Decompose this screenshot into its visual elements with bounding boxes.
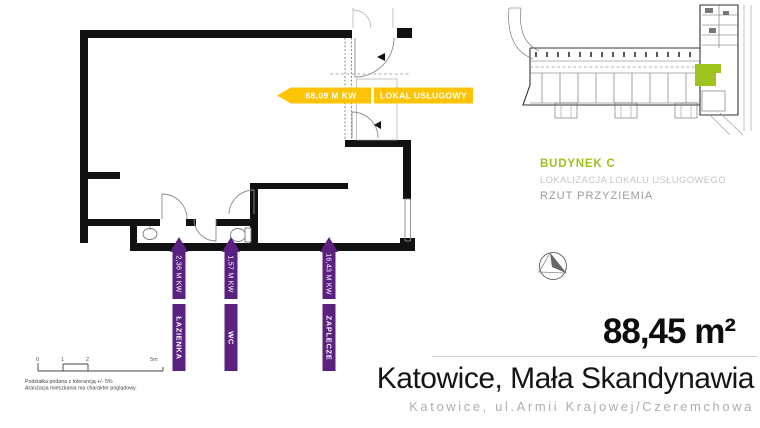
bathroom-fixtures — [142, 226, 252, 243]
walls — [80, 28, 415, 251]
room-arrow-zaplecze: 16,43 M KW ZAPLECZE — [320, 237, 338, 371]
site-location-plan — [508, 4, 752, 136]
north-arrow-icon — [538, 252, 567, 280]
room-area-label: 16,43 M KW — [325, 253, 332, 295]
vestibule-outline — [356, 78, 398, 141]
development-address: Katowice, ul.Armii Krajowej/Czeremchowa — [409, 399, 754, 414]
scale-tick-1: 1 — [61, 357, 64, 363]
scale-tick-0: 0 — [36, 357, 39, 363]
floor-plan: 68,09 M KW LOKAL USŁUGOWY 2,36 M KW ŁAZI… — [25, 8, 473, 392]
divider-rule — [432, 356, 757, 357]
room-name-label: WC — [227, 331, 236, 345]
scale-bar: 0 1 2 5m — [36, 357, 164, 372]
location-caption: LOKALIZACJA LOKALU USŁUGOWEGO — [540, 175, 726, 186]
disclaimer-line-1: Podziałka podana z tolerancją +/- 5% — [25, 379, 113, 385]
door-swing-icon — [374, 121, 381, 129]
location-panel: BUDYNEK C LOKALIZACJA LOKALU USŁUGOWEGO … — [540, 158, 726, 202]
site-right-wing — [701, 5, 738, 112]
site-roads — [508, 5, 752, 136]
site-building-outline — [522, 4, 739, 116]
room-arrow-wc: 1,57 M KW WC — [222, 237, 240, 371]
unit-area-label: 68,09 M KW — [305, 91, 357, 101]
unit-area-banner: 68,09 M KW LOKAL USŁUGOWY — [277, 87, 473, 104]
room-name-label: ZAPLECZE — [325, 316, 334, 361]
scale-tick-2: 2 — [86, 357, 89, 363]
door-arcs — [161, 37, 395, 242]
exterior-entrance-detail — [310, 8, 394, 33]
room-area-label: 2,36 M KW — [175, 255, 182, 292]
scale-end-label: 5m — [150, 357, 158, 363]
toilet-icon — [230, 228, 246, 242]
unit-type-label: LOKAL USŁUGOWY — [380, 91, 467, 101]
room-area-label: 1,57 M KW — [227, 255, 234, 292]
window — [404, 198, 411, 242]
development-title: Katowice, Mała Skandynawia — [376, 362, 755, 395]
total-area: 88,45 m² — [602, 312, 736, 351]
building-title: BUDYNEK C — [540, 158, 616, 170]
view-label: RZUT PRZYZIEMIA — [540, 190, 654, 202]
disclaimer-line-2: Aranżacja mieszkania ma charakter pogląd… — [25, 386, 137, 392]
highlighted-unit — [695, 64, 721, 86]
room-arrow-lazienka: 2,36 M KW ŁAZIENKA — [170, 237, 188, 371]
room-name-label: ŁAZIENKA — [175, 316, 184, 359]
door-swing-icon — [377, 53, 385, 61]
site-stair-teeth — [554, 102, 698, 119]
sink-icon — [142, 228, 158, 240]
